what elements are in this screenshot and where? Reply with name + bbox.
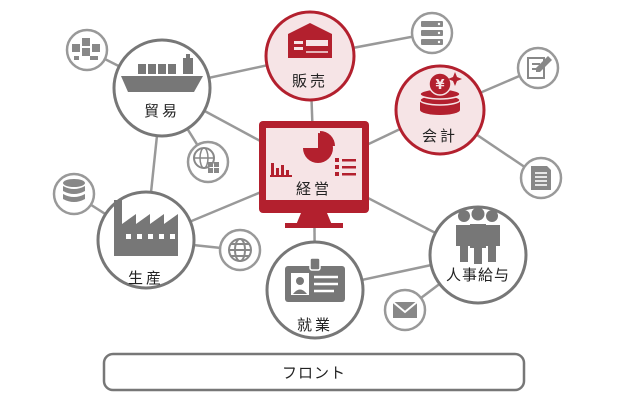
node-label-seisan: 生産 [128, 269, 164, 287]
monitor-dashboard-icon [270, 131, 356, 177]
cargo-ship-icon [121, 54, 203, 92]
yen-coins-icon: ¥ [419, 72, 462, 115]
node-label-kaikei: 会計 [422, 127, 458, 145]
node-label-boeki: 貿易 [144, 102, 180, 120]
document-list-icon [531, 166, 551, 190]
bar-chart-icon [270, 163, 292, 177]
node-hanbai: 販売 [264, 10, 356, 102]
node-shugyo: 就業 [265, 240, 365, 340]
globe-grid-icon [193, 147, 219, 173]
mail-envelope-icon [392, 301, 418, 318]
node-seisan: 生産 [96, 190, 196, 290]
server-rack-icon [421, 21, 443, 45]
satellite-mail-node [383, 288, 427, 332]
satellite-map-node [65, 28, 109, 72]
front-bar: フロント [102, 352, 526, 392]
node-boeki: 貿易 [112, 38, 212, 138]
database-icon [63, 179, 85, 202]
satellite-server-node [410, 11, 454, 55]
satellite-doc-node [519, 156, 563, 200]
node-label-shugyo: 就業 [297, 316, 333, 334]
node-label-hanbai: 販売 [292, 72, 328, 90]
front-label: フロント [282, 364, 346, 382]
id-card-icon [285, 257, 345, 302]
node-label-jinji: 人事給与 [446, 266, 510, 284]
warehouse-icon [288, 23, 332, 58]
globe-icon [228, 238, 252, 262]
map-boxes-icon [72, 38, 100, 60]
pen-document-icon [527, 56, 552, 79]
satellite-grid-node [186, 140, 230, 184]
factory-icon [114, 200, 178, 256]
satellite-pen-node [516, 46, 560, 90]
node-label-keiei: 経営 [296, 180, 332, 198]
node-jinji: 人事給与 [428, 205, 528, 305]
people-icon [456, 207, 500, 264]
satellite-globe-node [218, 228, 262, 272]
node-kaikei: ¥ 会計 [394, 64, 486, 156]
list-icon [335, 158, 356, 176]
node-keiei: 経営 [259, 121, 369, 228]
satellite-db-node [52, 172, 96, 216]
svg-text:¥: ¥ [435, 78, 444, 93]
